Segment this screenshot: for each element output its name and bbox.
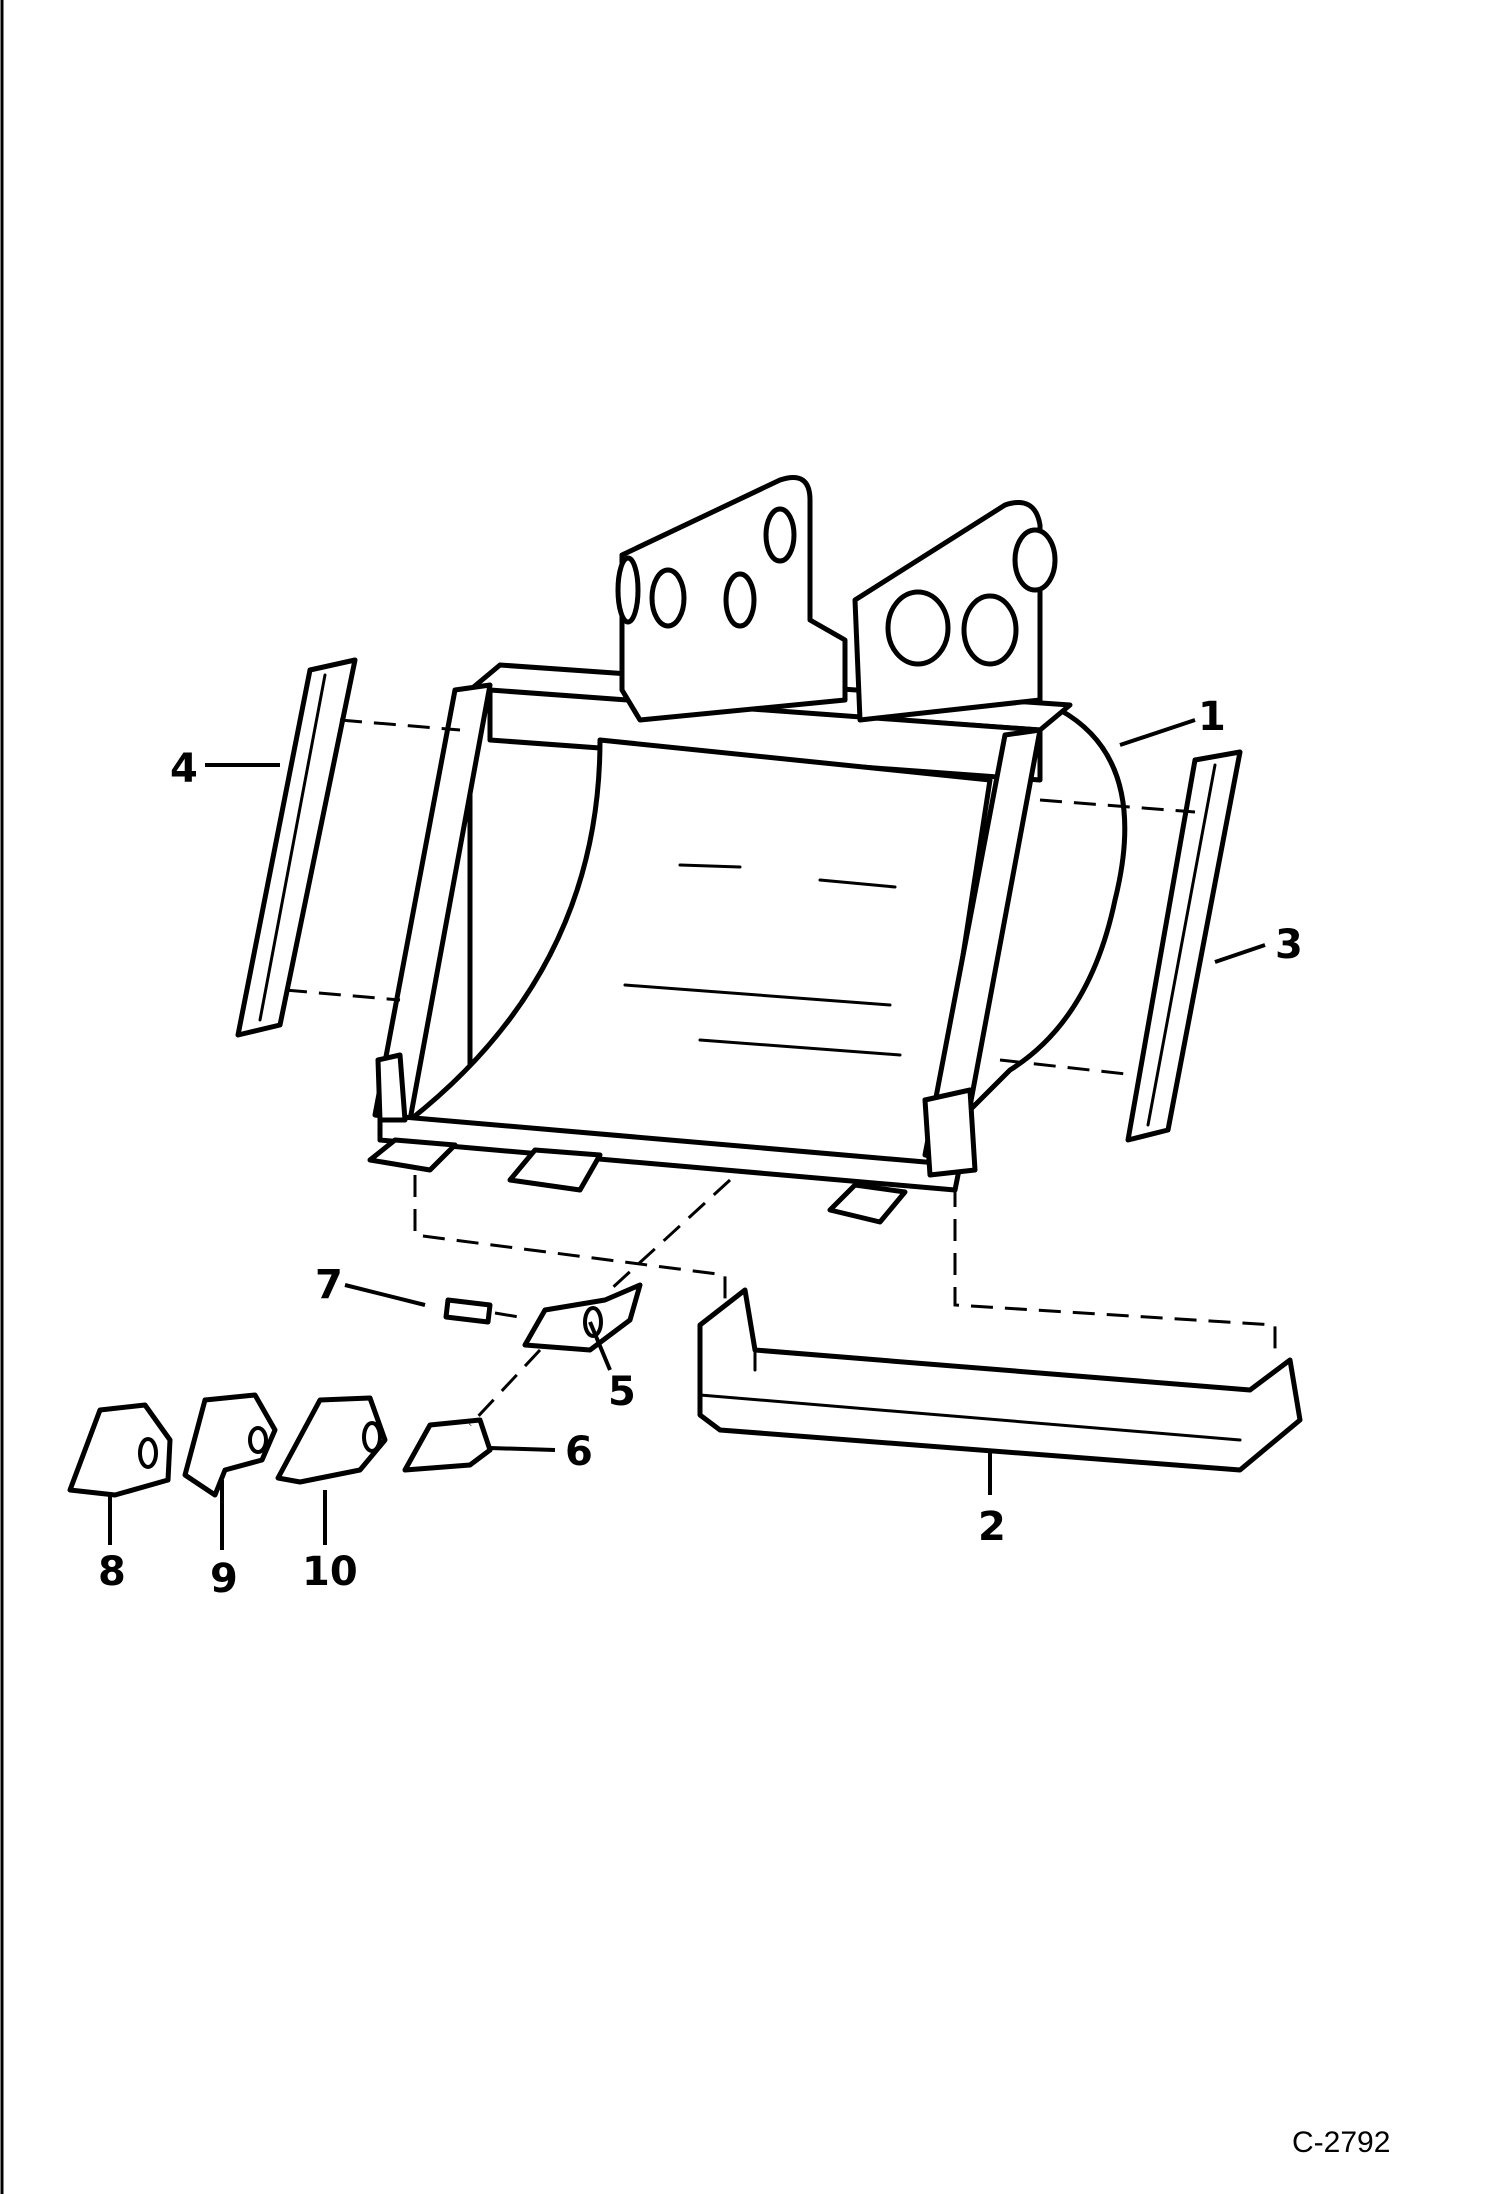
callout-3: 3 — [1275, 922, 1303, 968]
pin — [443, 1297, 493, 1325]
tooth-variant-8 — [67, 1402, 173, 1498]
leader-lines — [108, 718, 1266, 1550]
tooth-adapter — [522, 1282, 643, 1353]
bucket-assembly — [367, 475, 1128, 1225]
figure-code: C-2792 — [1292, 2126, 1390, 2159]
tooth-variant-10 — [275, 1395, 388, 1485]
tooth-variant-9 — [182, 1392, 278, 1498]
callout-6: 6 — [565, 1429, 593, 1475]
assembly-guide-lines — [284, 718, 1277, 1427]
side-cutter-left — [235, 657, 358, 1038]
callout-10: 10 — [302, 1549, 358, 1595]
callout-2: 2 — [978, 1504, 1006, 1550]
callout-5: 5 — [608, 1369, 636, 1415]
tooth-tip — [402, 1417, 493, 1473]
side-cutter-right — [1125, 749, 1243, 1143]
callout-1: 1 — [1198, 694, 1226, 740]
callout-7: 7 — [315, 1262, 343, 1308]
callout-9: 9 — [210, 1556, 238, 1602]
callout-8: 8 — [98, 1549, 126, 1595]
edge-plate — [697, 1287, 1303, 1473]
callout-4: 4 — [170, 746, 198, 792]
